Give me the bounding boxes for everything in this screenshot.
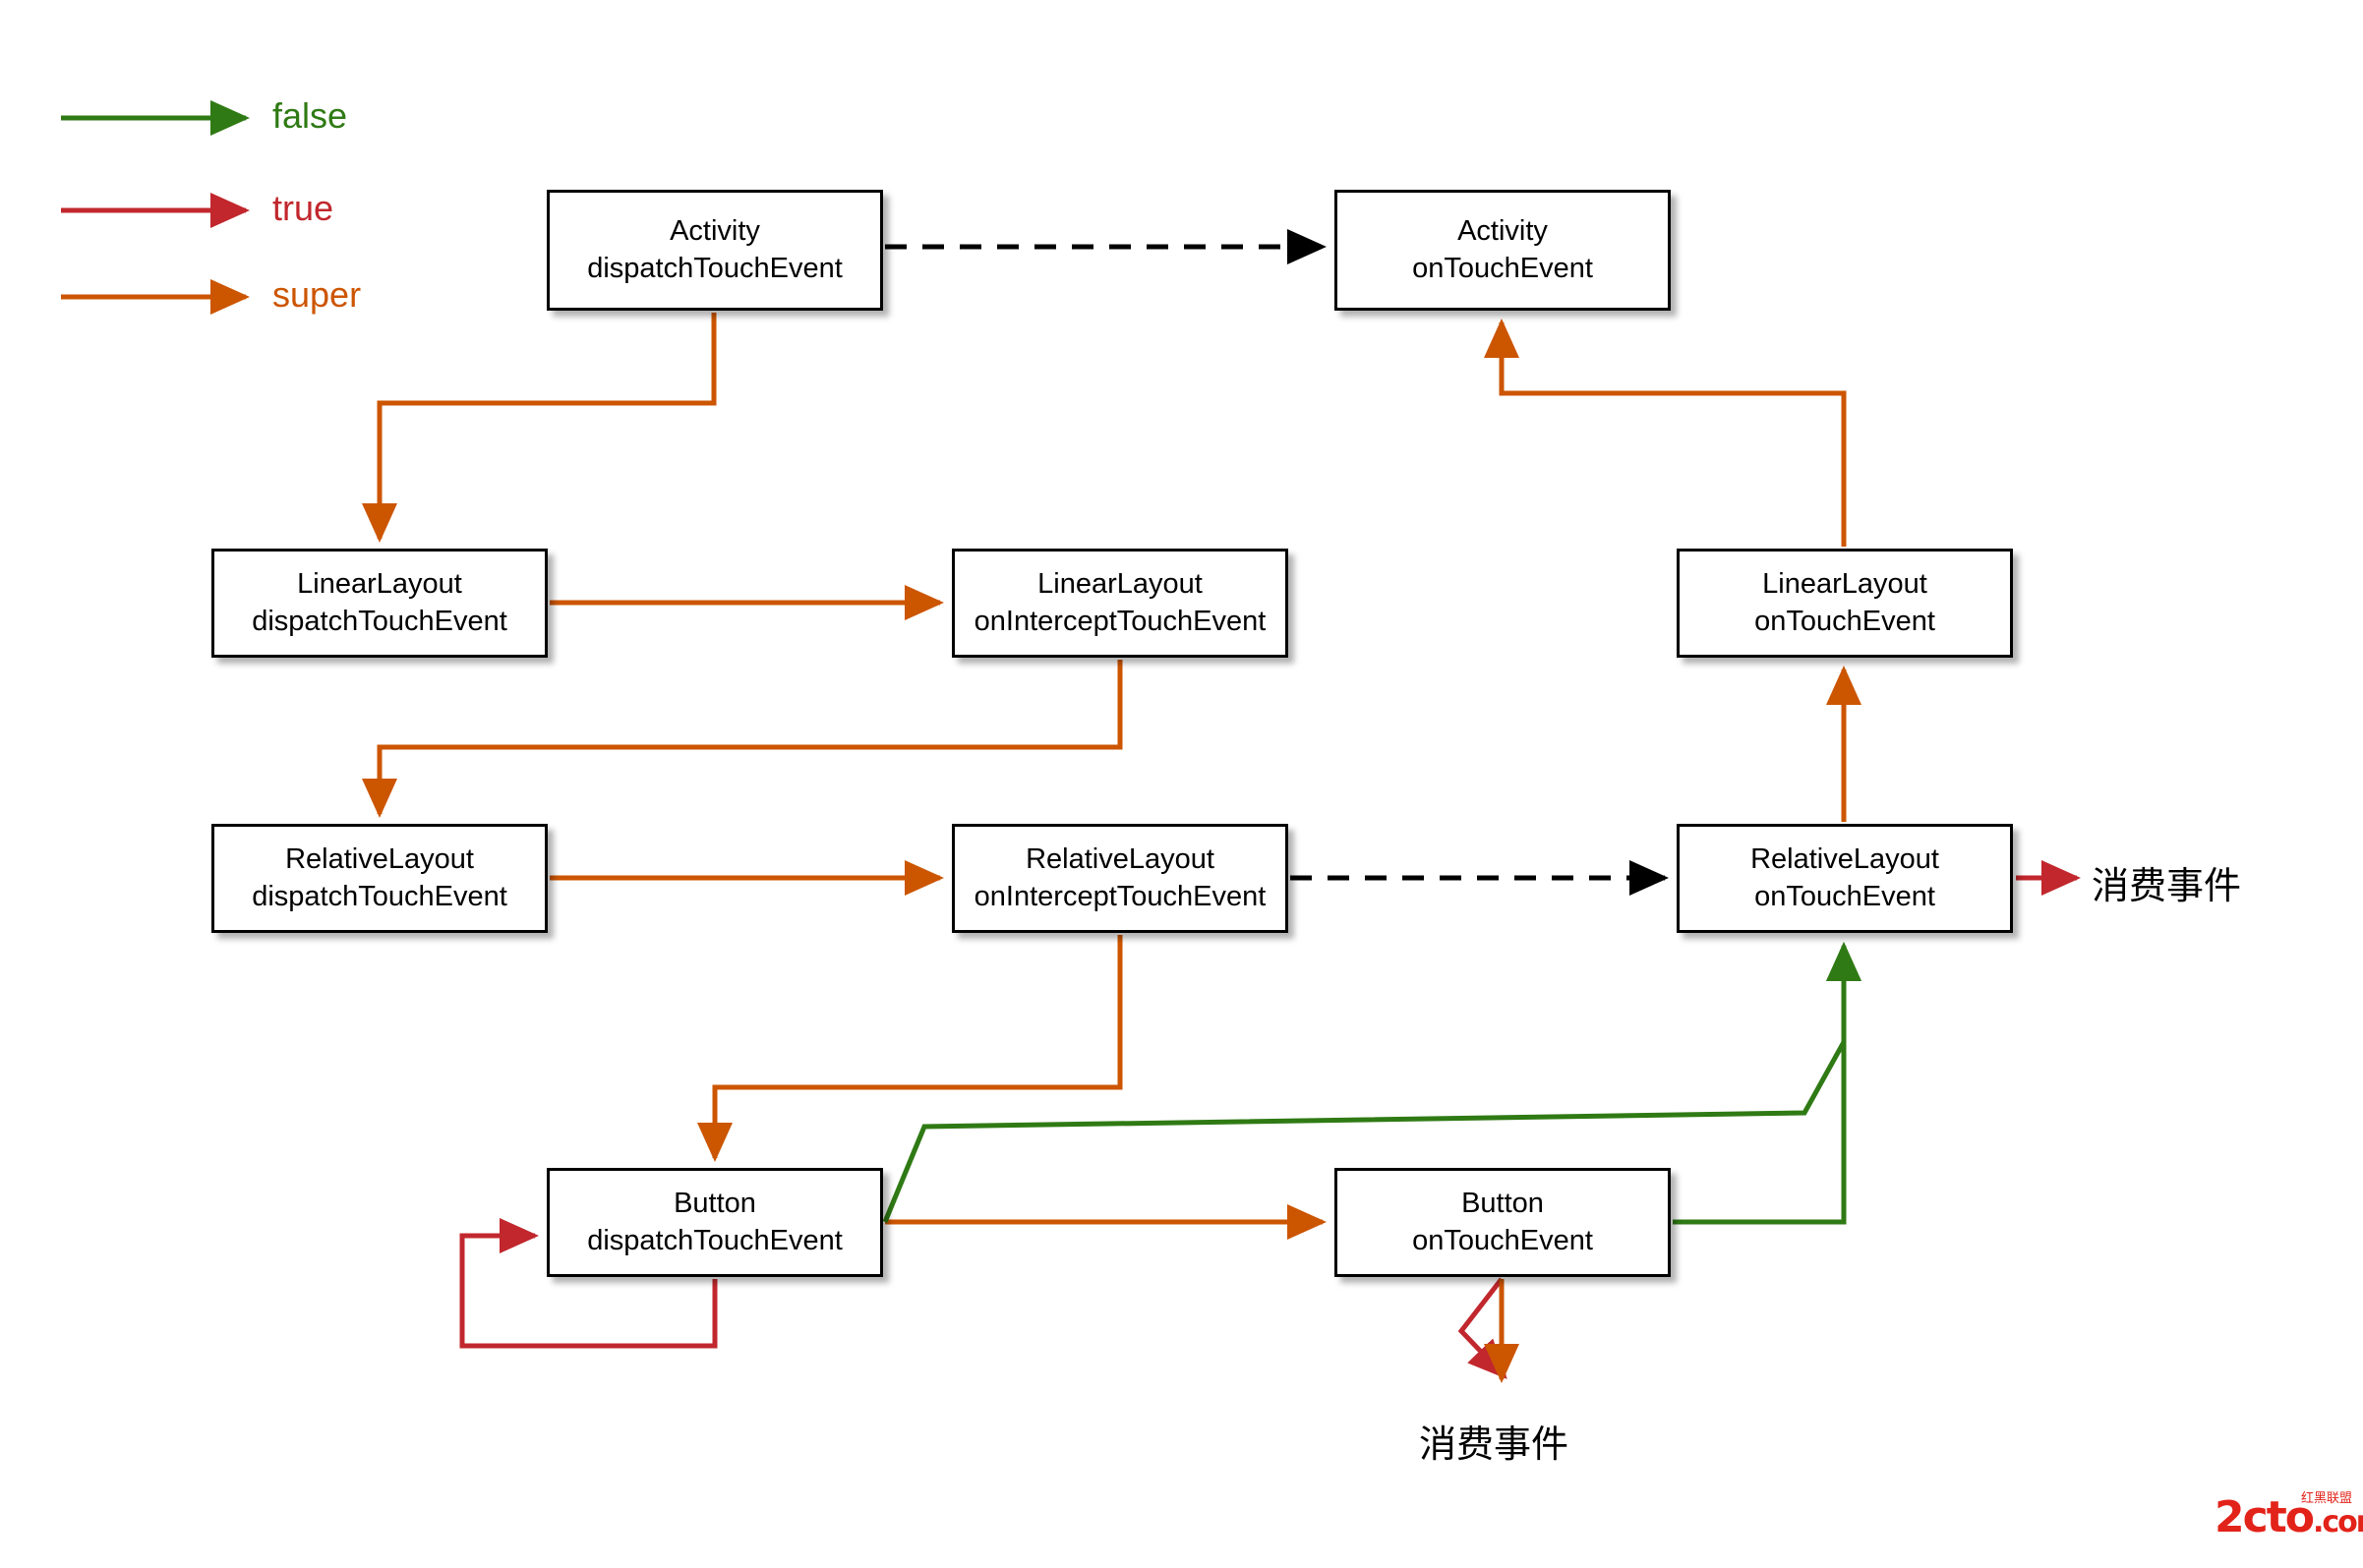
edge-button-ontouch-to-relativelayout-ontouch-false: [1673, 941, 1861, 1225]
node-linearlayout-dispatch[interactable]: LinearLayout dispatchTouchEvent: [211, 549, 548, 658]
node-line-2: onTouchEvent: [1412, 252, 1593, 284]
node-line-2: onInterceptTouchEvent: [974, 605, 1267, 637]
node-line-2: dispatchTouchEvent: [587, 252, 843, 284]
node-relativelayout-ontouch[interactable]: RelativeLayout onTouchEvent: [1677, 824, 2013, 933]
node-relativelayout-onintercept[interactable]: RelativeLayout onInterceptTouchEvent: [952, 824, 1288, 933]
node-line-1: RelativeLayout: [1026, 843, 1214, 876]
legend-label-super: super: [272, 274, 362, 315]
node-line-2: dispatchTouchEvent: [252, 880, 507, 912]
node-line-2: onTouchEvent: [1412, 1224, 1593, 1256]
annotation-consume-event-right: 消费事件: [2092, 864, 2242, 907]
node-activity-dispatch[interactable]: Activity dispatchTouchEvent: [547, 190, 883, 311]
node-line-2: dispatchTouchEvent: [587, 1224, 843, 1256]
node-line-1: LinearLayout: [1762, 568, 1927, 601]
node-line-1: LinearLayout: [1037, 568, 1203, 601]
legend-label-true: true: [272, 188, 334, 228]
watermark-main-text: 2cto.com: [2215, 1496, 2363, 1544]
node-button-dispatch[interactable]: Button dispatchTouchEvent: [547, 1168, 883, 1277]
node-line-1: LinearLayout: [297, 568, 462, 601]
node-activity-ontouch[interactable]: Activity onTouchEvent: [1334, 190, 1671, 311]
node-line-1: RelativeLayout: [1750, 843, 1939, 876]
node-line-2: onTouchEvent: [1754, 605, 1935, 637]
watermark-brand: 2cto: [2215, 1492, 2315, 1542]
annotation-consume-event-bottom: 消费事件: [1419, 1423, 1569, 1466]
node-line-2: onInterceptTouchEvent: [974, 880, 1267, 912]
node-line-1: Button: [1461, 1188, 1544, 1220]
node-line-1: Activity: [1457, 215, 1548, 248]
node-linearlayout-ontouch[interactable]: LinearLayout onTouchEvent: [1677, 549, 2013, 658]
node-button-ontouch[interactable]: Button onTouchEvent: [1334, 1168, 1671, 1277]
edge-relativelayout-onintercept-to-button-dispatch: [697, 935, 1123, 1163]
node-linearlayout-onintercept[interactable]: LinearLayout onInterceptTouchEvent: [952, 549, 1288, 658]
node-line-2: dispatchTouchEvent: [252, 605, 507, 637]
node-line-1: RelativeLayout: [285, 843, 474, 876]
edge-linearlayout-onintercept-to-relativelayout-dispatch: [362, 660, 1123, 819]
node-line-1: Button: [674, 1188, 756, 1220]
node-relativelayout-dispatch[interactable]: RelativeLayout dispatchTouchEvent: [211, 824, 548, 933]
edge-linearlayout-ontouch-to-activity-ontouch: [1484, 318, 1847, 547]
edge-button-ontouch-consume-true: [1457, 1277, 1507, 1379]
edge-button-dispatch-self-loop-true: [459, 1218, 718, 1349]
watermark-suffix: .com: [2312, 1505, 2363, 1539]
watermark-2cto: 2cto.com 红黑联盟: [2215, 1490, 2363, 1543]
node-line-1: Activity: [670, 215, 760, 248]
edge-activity-dispatch-to-linearlayout-dispatch: [362, 313, 717, 544]
node-line-2: onTouchEvent: [1754, 880, 1935, 912]
watermark-sub-text: 红黑联盟: [2300, 1491, 2352, 1506]
legend-label-false: false: [272, 95, 348, 136]
